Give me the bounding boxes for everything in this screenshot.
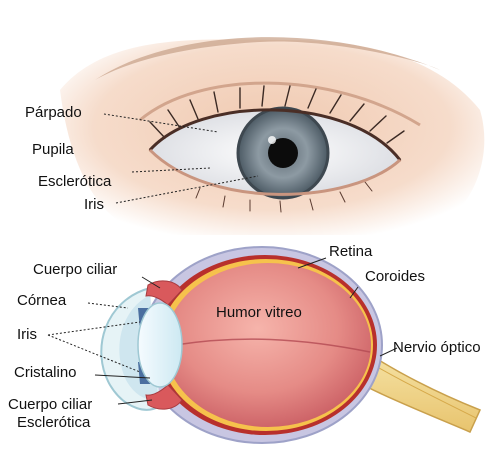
label-ciliary-body-top: Cuerpo ciliar bbox=[33, 261, 117, 278]
label-sclera-top: Esclerótica bbox=[38, 173, 111, 190]
label-iris-top: Iris bbox=[84, 196, 104, 213]
label-sclera-section: Esclerótica bbox=[17, 414, 90, 431]
label-pupil: Pupila bbox=[32, 141, 74, 158]
external-eye bbox=[60, 37, 484, 235]
label-optic-nerve: Nervio óptico bbox=[393, 339, 481, 356]
label-vitreous: Humor vitreo bbox=[216, 304, 302, 321]
label-retina: Retina bbox=[329, 243, 372, 260]
label-iris-section: Iris bbox=[17, 326, 37, 343]
label-eyelid: Párpado bbox=[25, 104, 82, 121]
label-cornea: Córnea bbox=[17, 292, 66, 309]
label-ciliary-body-bottom: Cuerpo ciliar bbox=[8, 396, 92, 413]
label-choroid: Coroides bbox=[365, 268, 425, 285]
label-lens: Cristalino bbox=[14, 364, 77, 381]
